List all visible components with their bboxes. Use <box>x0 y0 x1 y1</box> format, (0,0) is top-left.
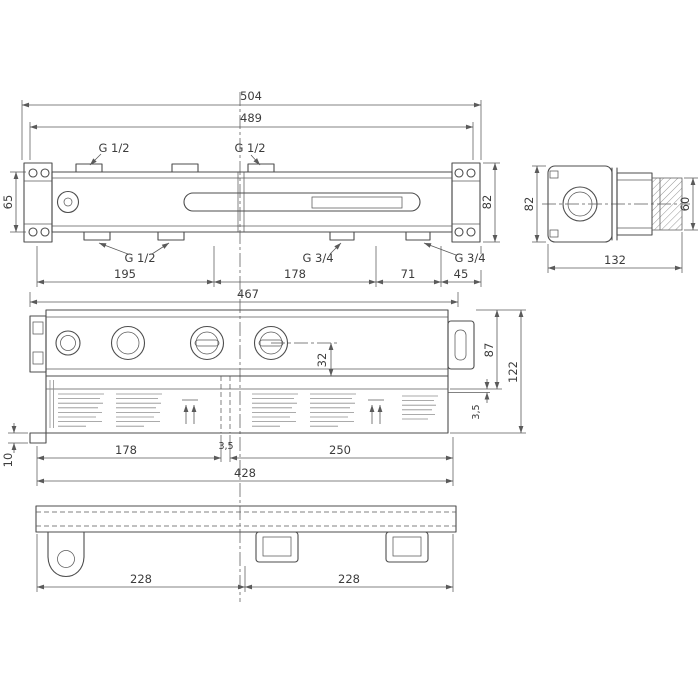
port-label: G 3/4 <box>454 251 485 265</box>
fine-print-block-2 <box>116 393 162 427</box>
wall-bracket-center <box>255 531 299 563</box>
dim-label-3-5-front: 3,5 <box>218 441 233 452</box>
dim-label-489: 489 <box>240 111 262 125</box>
dim-label-60: 60 <box>678 197 692 212</box>
dim-chain-top-view: 195 178 71 45 <box>36 246 482 287</box>
dim-depth-132: 132 <box>547 232 683 273</box>
fine-print-block-5 <box>402 395 438 420</box>
dim-label-228-right: 228 <box>338 572 360 586</box>
dim-label-504: 504 <box>240 89 262 103</box>
dim-overall-width-504: 504 <box>21 89 482 160</box>
control-circle-1 <box>55 330 81 356</box>
dim-label-87: 87 <box>482 343 496 358</box>
top-view: 504 489 G 1/2 G 1/2 65 82 G <box>1 89 500 307</box>
port-label-g12-top-2: G 1/2 <box>234 141 266 166</box>
rail-bar <box>35 505 457 533</box>
tile-edge-symbol-left <box>182 399 198 424</box>
dim-label-82-side: 82 <box>522 197 536 212</box>
left-port-circle <box>56 190 80 214</box>
dim-overall-height-82: 82 <box>480 162 500 243</box>
dim-label-82: 82 <box>480 195 494 210</box>
dim-label-10: 10 <box>1 453 15 468</box>
instruction-plate <box>45 375 449 434</box>
dim-box-width-467: 467 <box>29 287 459 307</box>
dim-label-65: 65 <box>1 195 15 210</box>
port-label: G 1/2 <box>234 141 265 155</box>
dim-label-195: 195 <box>114 267 136 281</box>
side-cap-hatched <box>651 177 683 231</box>
dim-label-250: 250 <box>329 443 351 457</box>
dim-label-228-left: 228 <box>130 572 152 586</box>
top-ports <box>75 163 275 173</box>
side-port-circle <box>562 186 598 222</box>
fine-print-block-3 <box>252 393 298 427</box>
dim-bracket-spacing: 228 228 <box>36 534 454 592</box>
port-label: G 3/4 <box>302 251 333 265</box>
wall-hook-left <box>47 531 85 578</box>
bottom-view: 228 228 <box>35 505 457 592</box>
dim-center-offset-32: 32 <box>271 342 338 377</box>
fine-print-block-4 <box>310 393 356 427</box>
dim-label-45: 45 <box>454 267 469 281</box>
dim-label-132: 132 <box>604 253 626 267</box>
control-circle-2 <box>110 325 146 361</box>
control-circle-3 <box>189 325 225 361</box>
bottom-ports <box>83 231 431 241</box>
port-label-g34-bottom-2: G 3/4 <box>423 242 486 265</box>
wall-bracket-right <box>385 531 429 563</box>
dim-mounting-width-489: 489 <box>29 111 474 160</box>
dim-front-height-122: 122 <box>450 309 526 434</box>
port-label: G 1/2 <box>124 251 155 265</box>
dim-label-178-front: 178 <box>115 443 137 457</box>
dim-cap-height-60: 60 <box>678 177 698 231</box>
dim-label-71: 71 <box>401 267 416 281</box>
bracket-foot <box>29 432 47 444</box>
side-view: 82 60 132 <box>522 165 698 273</box>
dim-label-32: 32 <box>315 353 329 368</box>
function-slot <box>183 192 421 212</box>
fine-print-strip <box>49 380 54 428</box>
tile-edge-symbol-right <box>368 399 384 424</box>
dim-label-178: 178 <box>284 267 306 281</box>
port-label-g12-bottom: G 1/2 <box>98 242 170 265</box>
front-view: 32 87 122 3,5 10 <box>1 309 526 486</box>
dim-chain-front-view: 178 3,5 250 <box>36 435 454 486</box>
dim-label-3-5-plate: 3,5 <box>471 404 482 419</box>
dim-front-height-87: 87 <box>450 309 526 390</box>
dim-body-height-65: 65 <box>1 171 26 233</box>
port-label-g34-bottom-1: G 3/4 <box>302 242 342 265</box>
dim-overall-428: 428 <box>36 466 454 484</box>
port-label-g12-top-1: G 1/2 <box>89 141 130 166</box>
dim-plate-offset-3-5: 3,5 <box>448 379 490 420</box>
fine-print-block-1 <box>58 393 104 427</box>
port-label: G 1/2 <box>98 141 129 155</box>
dim-label-467: 467 <box>237 287 259 301</box>
dim-foot-10: 10 <box>1 423 28 467</box>
dim-label-122: 122 <box>506 361 520 383</box>
dim-side-height-82: 82 <box>522 165 546 243</box>
front-bracket-right <box>447 320 475 370</box>
dim-label-428: 428 <box>234 466 256 480</box>
